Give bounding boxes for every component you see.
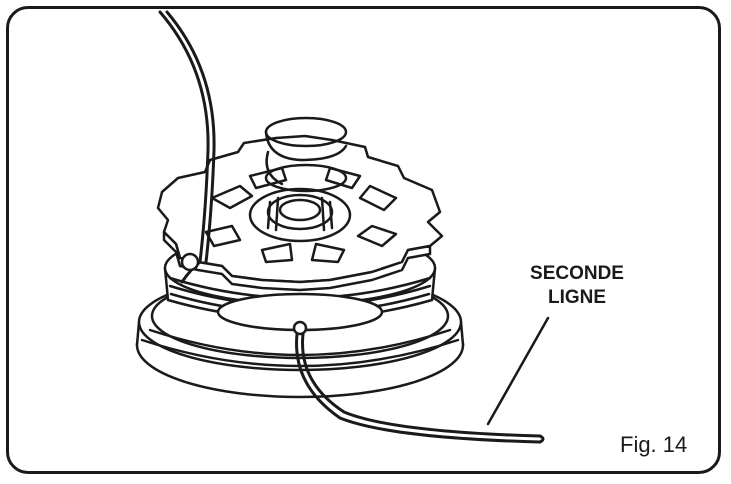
second-trimmer-line — [292, 320, 545, 444]
first-trimmer-line — [158, 10, 216, 284]
callout-leader-line — [486, 316, 550, 426]
callout-line-2: LIGNE — [547, 287, 607, 308]
spool-top-flange — [156, 134, 444, 292]
callout-line-1: SECONDE — [530, 263, 624, 284]
callout-label: SECONDE LIGNE — [512, 262, 642, 310]
coil-spring — [264, 116, 348, 193]
figure-number: Fig. 14 — [620, 432, 688, 457]
